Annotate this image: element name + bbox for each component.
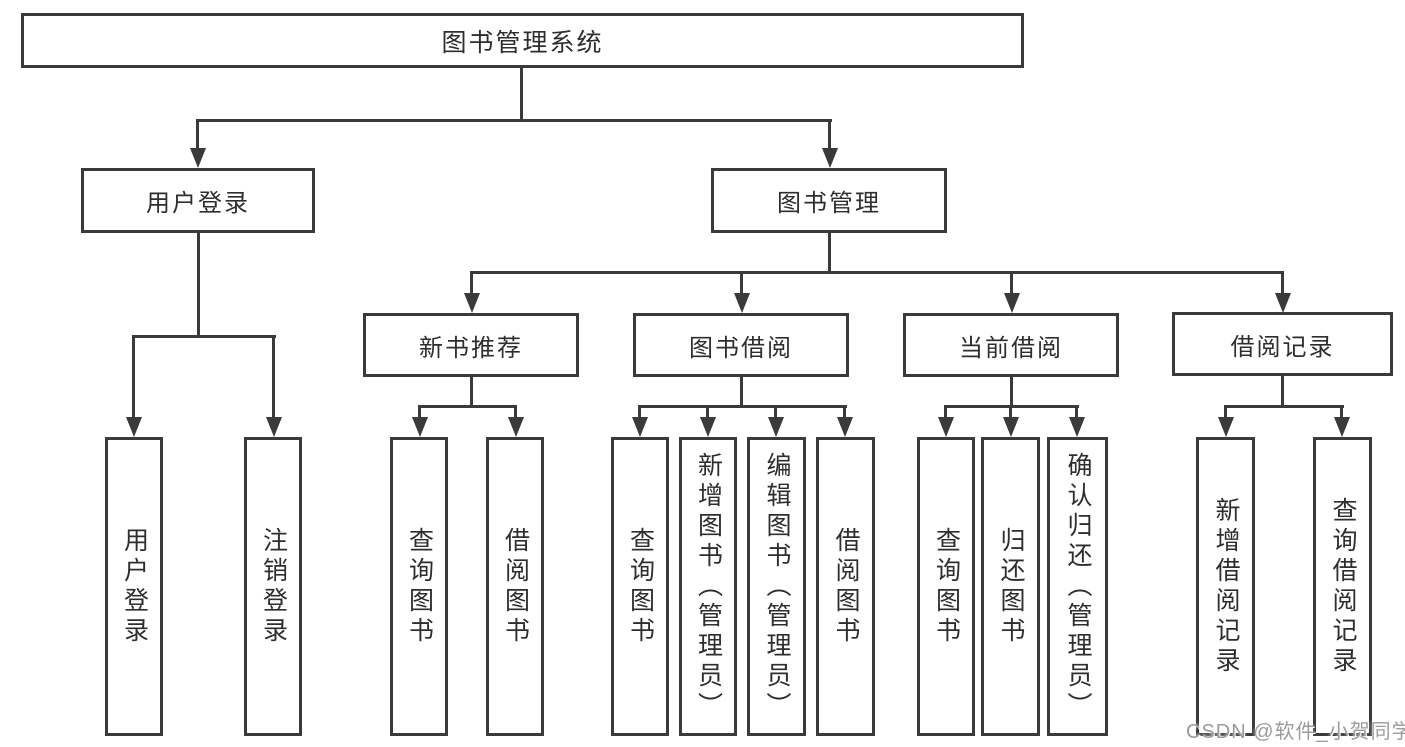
arrowhead-down-icon — [1004, 293, 1020, 313]
arrowhead-down-icon — [768, 417, 784, 437]
node-label: 新书推荐 — [419, 334, 523, 362]
node-borrow-records: 借阅记录 — [1172, 312, 1393, 376]
node-current-return-books: 归还图书 — [981, 437, 1040, 736]
node-borrow-query-books: 查询图书 — [611, 437, 669, 736]
line — [514, 405, 517, 419]
line — [638, 405, 847, 408]
line — [520, 66, 523, 121]
node-leaf-logout: 注销登录 — [244, 437, 302, 736]
node-current-borrow: 当前借阅 — [903, 313, 1119, 377]
arrowhead-down-icon — [700, 417, 716, 437]
node-recommend-borrow-books: 借阅图书 — [486, 437, 544, 736]
arrowhead-down-icon — [266, 417, 282, 437]
arrowhead-down-icon — [734, 293, 750, 313]
line — [1010, 376, 1013, 407]
arrowhead-down-icon — [412, 417, 428, 437]
arrowhead-down-icon — [1003, 417, 1019, 437]
node-book-borrow: 图书借阅 — [633, 313, 849, 377]
line — [132, 335, 135, 419]
line — [638, 405, 641, 419]
arrowhead-down-icon — [632, 417, 648, 437]
line — [774, 405, 777, 419]
line — [1224, 405, 1344, 408]
line — [470, 271, 1283, 274]
node-records-add-record: 新增借阅记录 — [1196, 437, 1255, 736]
line — [828, 232, 831, 273]
line — [132, 335, 276, 338]
node-new-book-recommend: 新书推荐 — [363, 313, 579, 377]
arrowhead-down-icon — [1275, 293, 1291, 313]
line — [1340, 405, 1343, 419]
arrowhead-down-icon — [508, 417, 524, 437]
node-label: 当前借阅 — [959, 334, 1063, 362]
node-recommend-query-books: 查询图书 — [390, 437, 448, 736]
node-label: 图书管理 — [777, 190, 881, 217]
line — [272, 335, 275, 419]
line — [1281, 375, 1284, 407]
arrowhead-down-icon — [126, 417, 142, 437]
line — [706, 405, 709, 419]
line — [470, 271, 473, 295]
line — [1010, 271, 1013, 295]
line — [843, 405, 846, 419]
arrowhead-down-icon — [1334, 417, 1350, 437]
line — [1281, 271, 1284, 295]
node-current-confirm-return-admin: 确认归还（管理员） — [1047, 437, 1108, 736]
line — [944, 405, 947, 419]
line — [197, 232, 200, 337]
watermark: CSDN @软件_小贺同学 — [1186, 721, 1405, 743]
node-user-login: 用户登录 — [81, 168, 315, 233]
line — [196, 119, 199, 151]
line — [1075, 405, 1078, 419]
arrowhead-down-icon — [1069, 417, 1085, 437]
arrowhead-down-icon — [938, 417, 954, 437]
line — [196, 119, 832, 122]
node-label: 图书借阅 — [689, 334, 793, 362]
line — [470, 376, 473, 407]
node-book-management: 图书管理 — [711, 168, 947, 233]
line — [740, 271, 743, 295]
node-label: 图书管理系统 — [441, 28, 604, 57]
line — [828, 119, 831, 151]
line — [1009, 405, 1012, 419]
arrowhead-down-icon — [822, 148, 838, 168]
node-label: 借阅记录 — [1230, 333, 1335, 361]
line — [1224, 405, 1227, 419]
node-library-management-system: 图书管理系统 — [21, 13, 1024, 68]
node-borrow-edit-books-admin: 编辑图书（管理员） — [747, 437, 806, 736]
line — [418, 405, 517, 408]
node-borrow-add-books-admin: 新增图书（管理员） — [679, 437, 737, 736]
line — [418, 405, 421, 419]
node-label: 用户登录 — [146, 190, 250, 217]
node-leaf-user-login: 用户登录 — [105, 437, 163, 736]
arrowhead-down-icon — [1218, 417, 1234, 437]
arrowhead-down-icon — [464, 293, 480, 313]
arrowhead-down-icon — [837, 417, 853, 437]
line — [740, 376, 743, 407]
arrowhead-down-icon — [190, 148, 206, 168]
node-borrow-borrow-books: 借阅图书 — [816, 437, 875, 736]
node-records-query-record: 查询借阅记录 — [1313, 437, 1372, 736]
node-current-query-books: 查询图书 — [917, 437, 975, 736]
